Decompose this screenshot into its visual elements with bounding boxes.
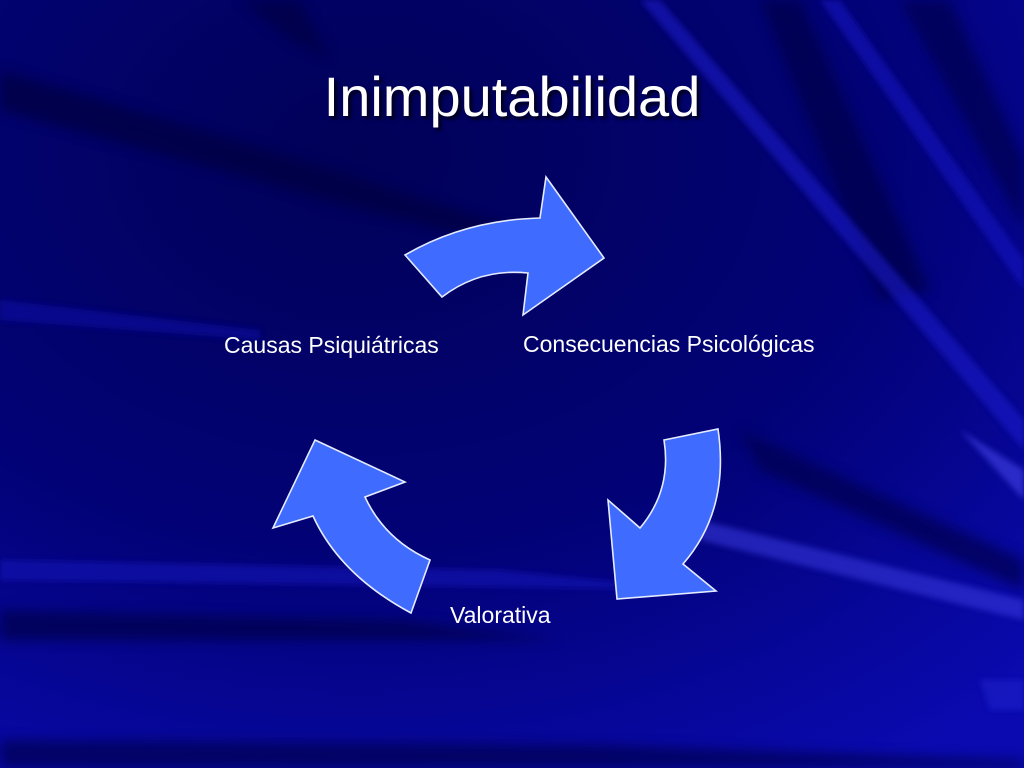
- node-causas-psiquiatricas: Causas Psiquiátricas: [224, 332, 439, 358]
- node-consecuencias-psicologicas: Consecuencias Psicológicas: [523, 331, 815, 357]
- curved-arrow-up-icon: [271, 438, 432, 615]
- curved-arrow-down-icon: [607, 428, 722, 600]
- curved-arrow-right-icon: [403, 174, 606, 317]
- title-text: Inimputabilidad: [323, 65, 701, 128]
- node-valorativa: Valorativa: [450, 602, 551, 628]
- slide-title: Inimputabilidad: [0, 62, 1024, 132]
